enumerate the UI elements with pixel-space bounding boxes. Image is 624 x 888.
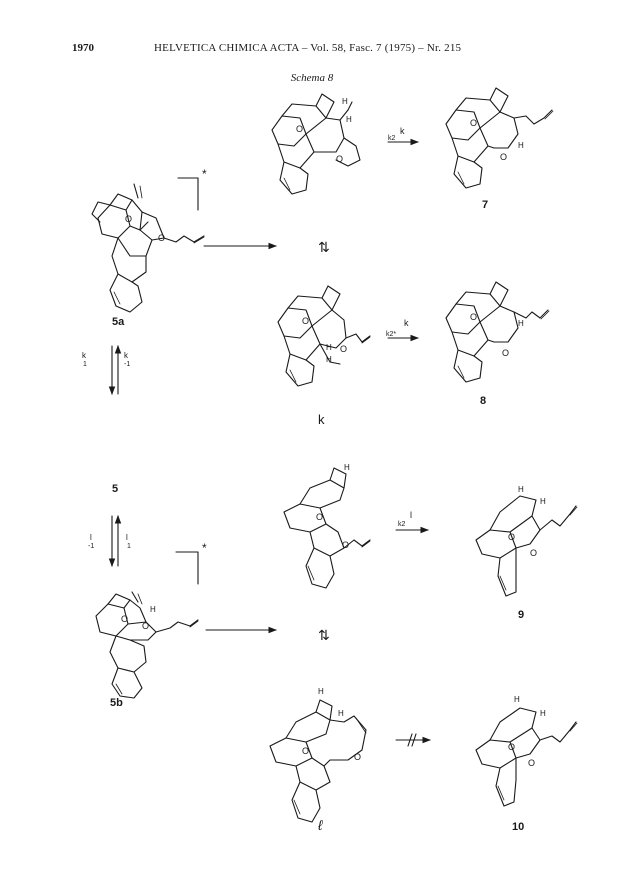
atom-o2-7: O <box>500 152 507 162</box>
molecule-l <box>269 699 367 823</box>
atom-h-ts-la: H <box>344 463 350 472</box>
label-5b: 5b <box>110 697 123 709</box>
atom-h2-9: H <box>540 497 546 506</box>
atom-o2-k: O <box>340 344 347 354</box>
atom-h1-9: H <box>518 485 524 494</box>
molecule-9 <box>475 495 578 597</box>
label-l: ℓ <box>317 817 323 833</box>
atom-o-10: O <box>508 742 515 752</box>
atom-h1-ts-ua: H <box>342 97 348 106</box>
atom-o2-l: O <box>354 752 361 762</box>
atom-o2-8: O <box>502 348 509 358</box>
label-7: 7 <box>482 199 488 211</box>
rate-k1k-left: k <box>82 351 87 360</box>
label-10: 10 <box>512 821 524 833</box>
atom-h2-k: H <box>326 355 332 364</box>
atom-o2-5a: O <box>158 233 165 243</box>
rate-k1l-left-sub: -1 <box>88 543 94 550</box>
rate-k1l-right: l <box>126 533 128 542</box>
equil-upper: ⇅ <box>318 239 330 255</box>
molecule-8 <box>445 281 550 383</box>
equil-lower: ⇅ <box>318 627 330 643</box>
atom-o-8: O <box>470 312 477 322</box>
rate-k1l-right-sub: 1 <box>127 543 131 550</box>
rate-k1k-left-sub: 1 <box>83 361 87 368</box>
molecule-10 <box>475 707 578 807</box>
molecule-k <box>277 285 371 387</box>
rate-k2-mid: k <box>404 318 409 328</box>
atom-o2-9: O <box>530 548 537 558</box>
rate-k1k-right-sub: -1 <box>124 361 130 368</box>
label-k: k <box>318 412 325 427</box>
atom-o-ts-la: O <box>316 512 323 522</box>
rate-k2-l: l <box>410 510 412 520</box>
blocked-slashes <box>407 733 417 747</box>
atom-o-l: O <box>302 746 309 756</box>
molecule-ts-upper-a <box>271 93 361 195</box>
atom-o-9: O <box>508 532 515 542</box>
atom-h-7: H <box>518 141 524 150</box>
label-5a: 5a <box>112 316 125 328</box>
atom-o-k: O <box>302 316 309 326</box>
atom-h2-10: H <box>540 709 546 718</box>
molecule-5a <box>91 183 205 313</box>
label-8: 8 <box>480 395 486 407</box>
molecule-7 <box>445 87 554 189</box>
atom-h2-l: H <box>338 709 344 718</box>
atom-o2-10: O <box>528 758 535 768</box>
atom-h1-10: H <box>514 695 520 704</box>
atom-o2-5b: O <box>142 621 149 631</box>
ts-star-lower: * <box>202 541 207 555</box>
atom-h1-k: H <box>326 343 332 352</box>
ts-star-upper: * <box>202 167 207 181</box>
rate-k2-l-sub: k2 <box>398 521 406 528</box>
ts-bracket-upper <box>177 177 199 211</box>
atom-h-5b: H <box>150 605 156 614</box>
atom-o-7: O <box>470 118 477 128</box>
atom-o-ts-ua: O <box>296 124 303 134</box>
running-head: HELVETICA CHIMICA ACTA – Vol. 58, Fasc. … <box>154 42 462 54</box>
rate-k2-mid-sub: k2* <box>386 331 396 338</box>
page-number: 1970 <box>72 42 94 54</box>
ts-bracket-lower <box>175 551 199 585</box>
rate-k2-top-sub: k2 <box>388 135 396 142</box>
atom-h2-ts-ua: H <box>346 115 352 124</box>
atom-o-5b: O <box>121 614 128 624</box>
label-9: 9 <box>518 609 524 621</box>
atom-o2-ts-la: O <box>342 540 349 550</box>
schema-title: Schema 8 <box>290 72 334 84</box>
rate-k1l-left: l <box>90 533 92 542</box>
page-header: 1970 HELVETICA CHIMICA ACTA – Vol. 58, F… <box>72 42 552 60</box>
molecule-5b <box>95 591 199 699</box>
rate-k2-top: k <box>400 126 405 136</box>
label-5: 5 <box>112 483 118 495</box>
molecule-ts-lower-a <box>283 467 371 589</box>
atom-o-5a: O <box>125 214 132 224</box>
rate-k1k-right: k <box>124 351 129 360</box>
atom-o2-ts-ua: O <box>336 154 343 164</box>
atom-h-8: H <box>518 319 524 328</box>
atom-h1-l: H <box>318 687 324 696</box>
